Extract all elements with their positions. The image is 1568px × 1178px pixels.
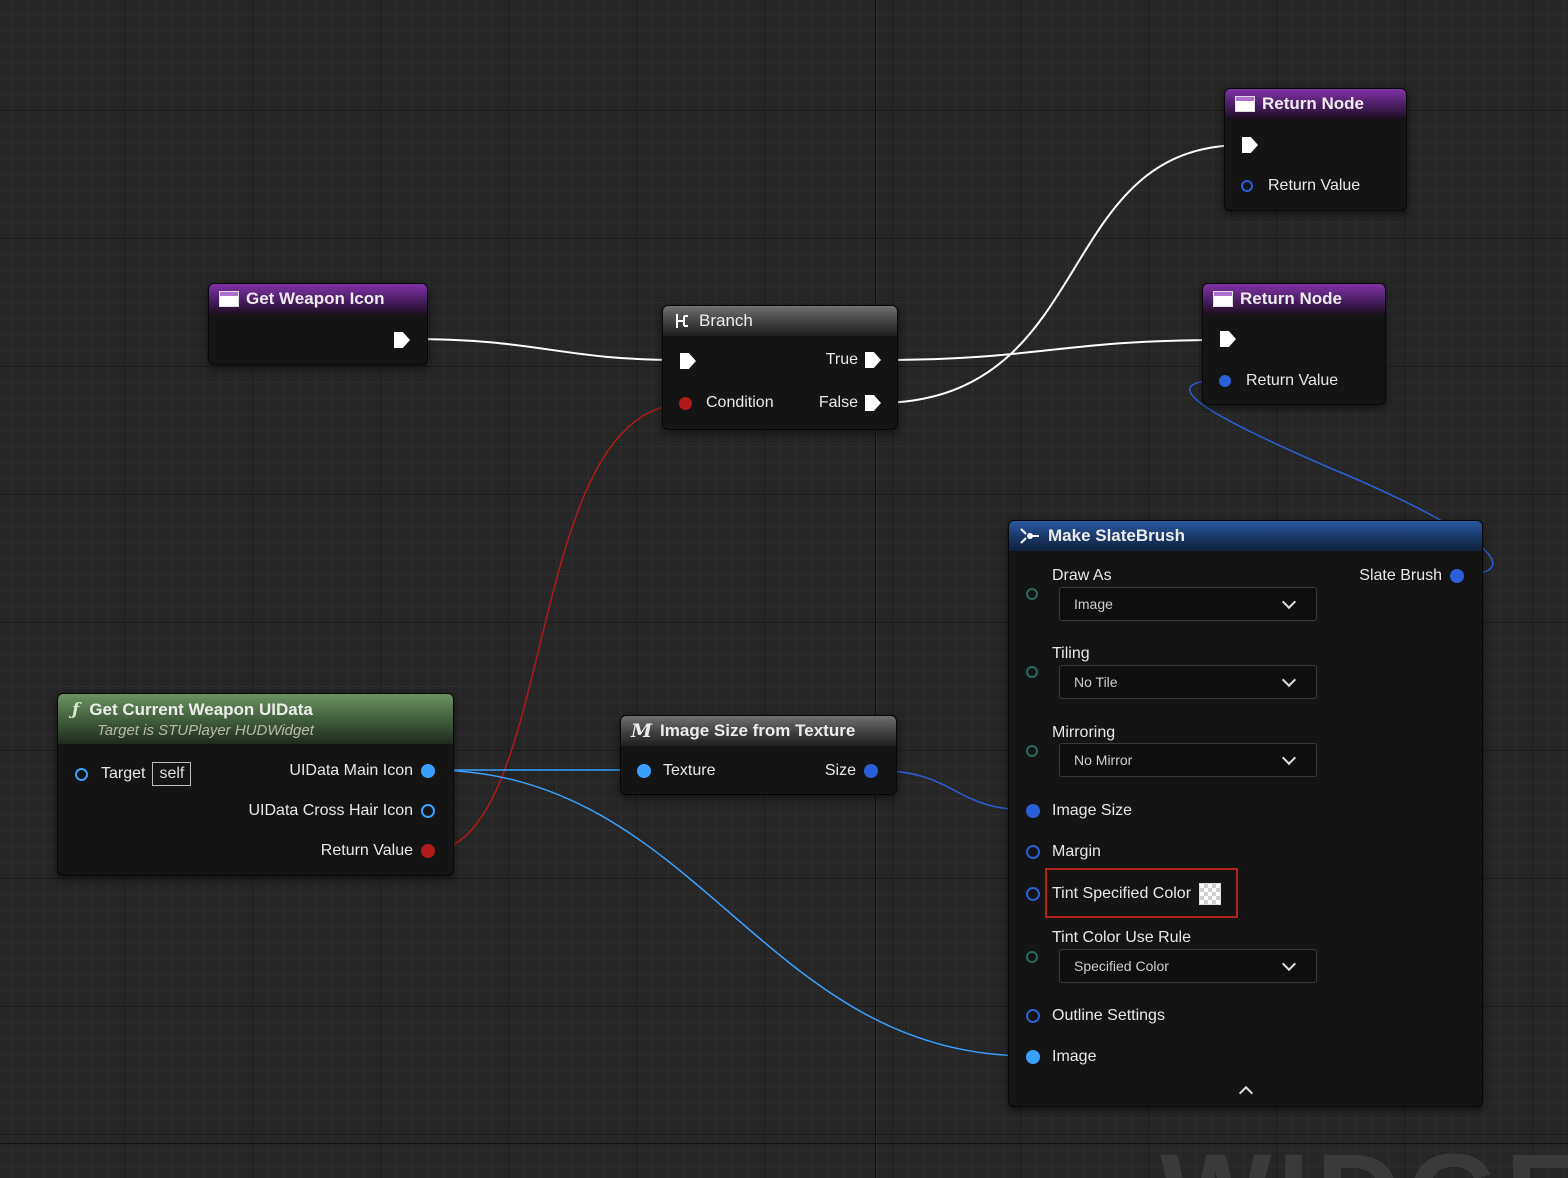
draw-as-pin[interactable] <box>1026 588 1038 600</box>
tint-color-use-rule-dropdown[interactable]: Specified Color <box>1059 949 1317 983</box>
get-current-weapon-uidata-node[interactable]: ƒ Get Current Weapon UIData Target is ST… <box>57 693 454 876</box>
crosshair-icon-pin[interactable] <box>421 804 435 818</box>
crosshair-icon-label: UIData Cross Hair Icon <box>248 802 414 819</box>
target-pin[interactable] <box>75 767 88 781</box>
return-value-pin[interactable] <box>421 844 435 858</box>
make-struct-icon <box>1020 528 1039 544</box>
node-title: Return Node <box>1262 94 1364 113</box>
node-title: Get Current Weapon UIData <box>89 699 313 719</box>
collapse-chevron-up-icon[interactable] <box>1238 1085 1254 1101</box>
chevron-down-icon <box>1281 956 1297 972</box>
mirroring-pin[interactable] <box>1026 745 1038 757</box>
image-size-pin[interactable] <box>1026 804 1040 818</box>
exec-wire-false-to-return-1 <box>879 144 1244 404</box>
outline-settings-pin[interactable] <box>1026 1009 1040 1023</box>
node-title: Branch <box>699 311 753 330</box>
mirroring-value: No Mirror <box>1074 752 1133 768</box>
return-node-top[interactable]: Return Node Return Value <box>1224 88 1407 211</box>
return-node-bottom[interactable]: Return Node Return Value <box>1202 283 1386 405</box>
exec-in-pin[interactable] <box>1242 137 1258 153</box>
size-pin[interactable] <box>864 764 878 778</box>
node-header: Branch <box>663 306 897 336</box>
return-value-pin[interactable] <box>1241 180 1253 192</box>
exec-out-pin[interactable] <box>394 332 410 348</box>
draw-as-value: Image <box>1074 596 1113 612</box>
make-slatebrush-node[interactable]: Make SlateBrush Slate Brush Draw As Imag… <box>1008 520 1483 1107</box>
tint-color-use-rule-value: Specified Color <box>1074 958 1169 974</box>
exec-wire-weapon-icon-to-branch <box>409 338 681 361</box>
exec-in-pin[interactable] <box>1220 331 1236 347</box>
function-icon <box>1213 291 1233 307</box>
widget-watermark: WIDGET <box>1160 1128 1568 1178</box>
node-header: Get Weapon Icon <box>209 284 427 314</box>
function-icon <box>1235 96 1255 112</box>
tint-specified-color-pin[interactable] <box>1026 887 1040 901</box>
chevron-down-icon <box>1281 750 1297 766</box>
exec-in-pin[interactable] <box>680 353 696 369</box>
condition-pin[interactable] <box>679 396 692 410</box>
chevron-down-icon <box>1281 672 1297 688</box>
return-value-label: Return Value <box>1268 177 1361 194</box>
node-title: Image Size from Texture <box>660 721 856 740</box>
node-header: ƒ Get Current Weapon UIData Target is ST… <box>58 694 453 744</box>
graph-axis-vertical <box>875 0 876 1178</box>
draw-as-label: Draw As <box>1052 567 1112 584</box>
tiling-label: Tiling <box>1052 645 1090 662</box>
false-label: False <box>818 394 858 411</box>
node-title: Return Node <box>1240 289 1342 308</box>
true-exec-pin[interactable] <box>865 352 881 368</box>
condition-label: Condition <box>706 394 774 411</box>
function-icon <box>219 291 239 307</box>
texture-label: Texture <box>663 762 716 779</box>
image-size-from-texture-node[interactable]: M Image Size from Texture Texture Size <box>620 715 897 795</box>
node-header: Return Node <box>1225 89 1406 119</box>
branch-icon <box>676 314 688 328</box>
image-size-label: Image Size <box>1052 802 1133 819</box>
node-title: Make SlateBrush <box>1048 526 1185 545</box>
node-subtitle: Target is STUPlayer HUDWidget <box>97 721 314 739</box>
tint-specified-color-highlight <box>1045 868 1238 918</box>
tint-color-use-rule-pin[interactable] <box>1026 951 1038 963</box>
tint-color-use-rule-label: Tint Color Use Rule <box>1052 929 1192 946</box>
slate-brush-pin[interactable] <box>1450 569 1464 583</box>
macro-m-icon: M <box>631 720 653 742</box>
margin-label: Margin <box>1052 843 1101 860</box>
image-pin[interactable] <box>1026 1050 1040 1064</box>
chevron-down-icon <box>1281 594 1297 610</box>
tint-specified-color-label: Tint Specified Color <box>1052 885 1192 902</box>
graph-axis-horizontal <box>0 1143 1568 1144</box>
target-self-field[interactable]: self <box>152 762 192 786</box>
size-label: Size <box>824 762 856 779</box>
node-title: Get Weapon Icon <box>246 289 385 308</box>
main-icon-label: UIData Main Icon <box>289 762 413 779</box>
tiling-value: No Tile <box>1074 674 1118 690</box>
outline-settings-label: Outline Settings <box>1052 1007 1165 1024</box>
function-f-icon: ƒ <box>72 699 80 720</box>
mirroring-label: Mirroring <box>1052 724 1116 741</box>
return-value-label: Return Value <box>320 842 413 859</box>
image-label: Image <box>1052 1048 1097 1065</box>
node-header: Make SlateBrush <box>1009 521 1482 551</box>
margin-pin[interactable] <box>1026 845 1040 859</box>
target-label: Target <box>101 765 146 782</box>
node-header: M Image Size from Texture <box>621 716 896 746</box>
draw-as-dropdown[interactable]: Image <box>1059 587 1317 621</box>
exec-wire-true-to-return-2 <box>879 339 1223 361</box>
tint-color-swatch[interactable] <box>1199 883 1222 905</box>
return-value-label: Return Value <box>1246 372 1339 389</box>
tiling-dropdown[interactable]: No Tile <box>1059 665 1317 699</box>
true-label: True <box>825 351 858 368</box>
tiling-pin[interactable] <box>1026 666 1038 678</box>
node-header: Return Node <box>1203 284 1385 314</box>
struct-wire-main-icon-to-image <box>429 769 1031 1057</box>
return-value-pin[interactable] <box>1219 375 1231 387</box>
get-weapon-icon-node[interactable]: Get Weapon Icon <box>208 283 428 365</box>
branch-node[interactable]: Branch Condition True False <box>662 305 898 430</box>
mirroring-dropdown[interactable]: No Mirror <box>1059 743 1317 777</box>
slate-brush-label: Slate Brush <box>1359 567 1442 584</box>
false-exec-pin[interactable] <box>865 395 881 411</box>
main-icon-pin[interactable] <box>421 764 435 778</box>
texture-pin[interactable] <box>637 764 651 778</box>
